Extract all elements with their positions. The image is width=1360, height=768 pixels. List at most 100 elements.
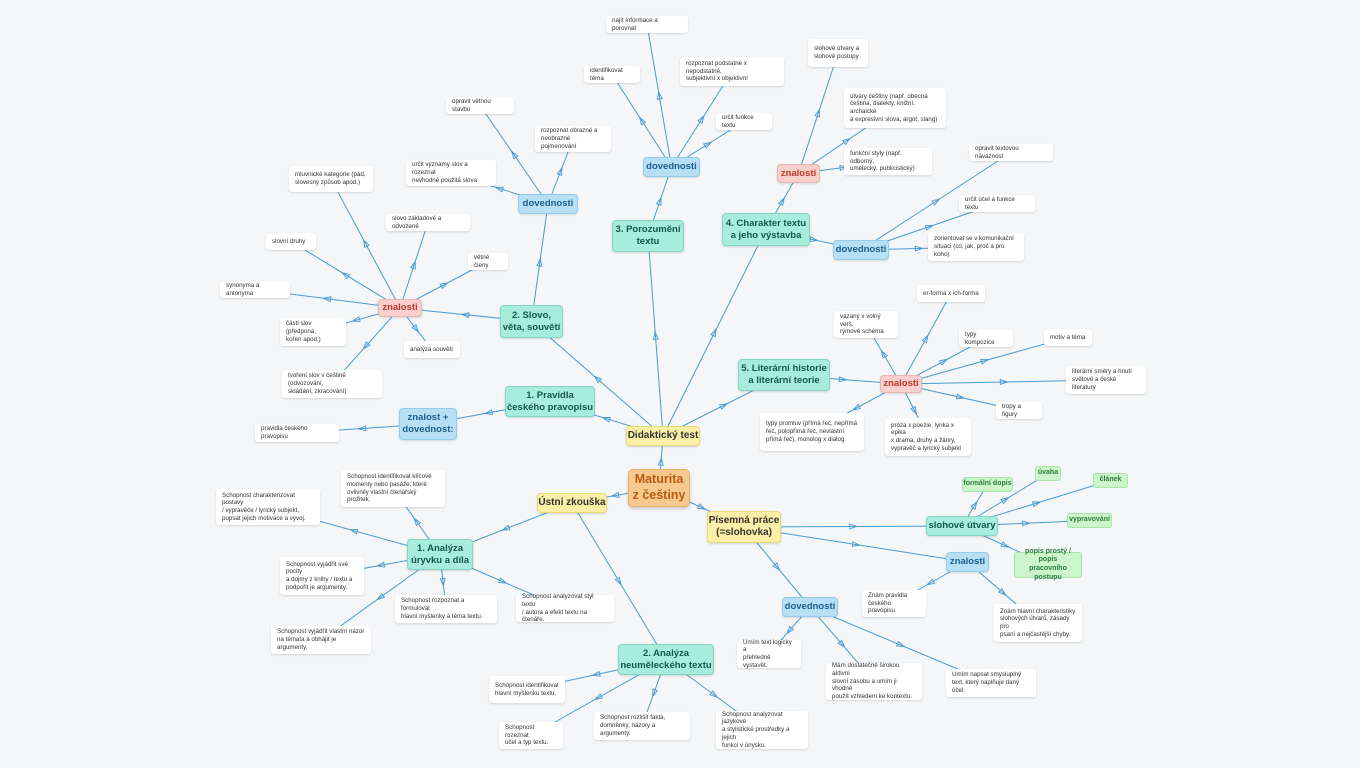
edge-t2-dov-to-t2-dov-1 [479,105,549,205]
node-t3-dov-2[interactable]: identifikovat téma [584,66,640,83]
edge-arrow [710,327,717,338]
edge-arrow [348,528,359,535]
node-u1-2[interactable]: Schopnost charakterizovat postavy / vypr… [216,489,320,525]
node-u2-2[interactable]: Schopnost rozeznat účel a typ textu. [499,722,563,749]
edge-arrow [494,186,504,193]
edge-arrow [439,577,446,588]
central-topic[interactable]: Maturita z češtiny [628,469,690,507]
node-t2-zn-6[interactable]: části slov (předpona, kořen apod.) [280,318,346,346]
node-t2-zn-5[interactable]: synonyma a antonyma [220,281,290,298]
node-p-zn[interactable]: znalosti [946,552,989,572]
edge-arrow [657,456,664,466]
node-p-zn-1[interactable]: Znám pravidla českého pravopisu. [862,590,926,617]
node-t3-dov[interactable]: dovednosti [643,157,700,177]
node-u1-4[interactable]: Schopnost rozpoznat a formulovat hlavní … [395,595,497,623]
edge-arrow [921,333,929,344]
edge-arrow [591,670,601,677]
edge-arrow [411,324,420,334]
node-p-dov-1[interactable]: Umím text logicky a přehledně vystavět. [737,639,801,669]
node-t5-zn-4[interactable]: motiv a téma [1044,329,1092,346]
edge-didakticky-test-to-t2 [531,321,664,437]
edge-arrow [924,224,935,231]
node-t2-zn[interactable]: znalosti [378,299,422,317]
edge-arrow [655,196,662,206]
node-u2-4[interactable]: Schopnost analyzovat jazykové a stylisti… [716,711,808,749]
node-t2-zn-2[interactable]: slovo základové a odvozené [386,214,470,231]
node-t2-zn-7[interactable]: analýza souvětí [404,341,460,358]
node-t4-zn-1[interactable]: slohové útvary a slohové postupy [808,39,868,67]
node-u1-1[interactable]: Schopnost identifikovat klíčové momenty … [341,470,445,507]
node-t4-dov-2[interactable]: určit účel a funkce textu [959,195,1035,212]
edge-arrow [601,416,611,423]
node-t5-zn-7[interactable]: typy promluv (přímá řeč, nepřímá řeč, po… [760,413,864,451]
node-p-dov-3[interactable]: Umím napsat smysluplný text, který naplň… [946,669,1036,697]
node-t5-zn-6[interactable]: tropy a figury [996,402,1042,419]
node-t3[interactable]: 3. Porozumění textu [612,220,684,252]
edge-arrow [351,316,361,322]
edge-arrow [970,500,978,510]
node-t2-zn-1[interactable]: mluvnické kategorie (pád, slovesný způso… [289,166,373,192]
node-p-zn-2[interactable]: Znám hlavní charakteristiky slohových út… [994,604,1082,642]
node-t5-zn-8[interactable]: próza x poezie, lyrika x epika x drama, … [885,418,971,456]
node-t5-zn-2[interactable]: vázaný x volný verš, rýmové schéma [834,311,898,338]
node-t5-zn-3[interactable]: typy kompozice [959,330,1013,347]
node-u1[interactable]: 1. Analýza úryvku a díla [407,539,473,570]
node-u2-1[interactable]: Schopnost identifikovat hlavní myšlenku … [489,676,565,703]
edge-arrow [1000,496,1010,505]
edge-arrow [938,358,949,366]
node-t3-dov-1[interactable]: najít informace a porovnat [606,16,688,33]
node-t2-dov-1[interactable]: opravit větnou stavbu [446,97,514,114]
node-t1-zd-1[interactable]: pravidla českého pravopisu [255,424,339,442]
node-p-su[interactable]: slohové útvary [926,516,998,536]
node-t5-zn-5[interactable]: literární směry a hnutí světové a české … [1066,366,1146,394]
branch-ustni-zkouska[interactable]: Ústní zkouška [537,493,607,513]
node-t2[interactable]: 2. Slovo, věta, souvětí [500,305,563,338]
edge-t2-zn-to-t2-zn-2 [399,222,429,309]
node-p-su-5[interactable]: popis prostý / popis pracovního postupu [1014,548,1082,581]
node-t4-zn-2[interactable]: útvary češtiny (např. obecná čeština, di… [844,88,946,128]
node-t2-zn-8[interactable]: tvoření slov v češtině (odvozování, sklá… [282,370,382,398]
node-t2-zn-3[interactable]: slovní druhy [266,233,316,250]
node-t2-dov-3[interactable]: určit významy slov a rozeznat nevhodně p… [406,160,496,186]
edge-arrow [510,150,519,160]
node-u1-5[interactable]: Schopnost analyzovat styl textu / autora… [516,593,614,623]
node-t5-zn[interactable]: znalosti [880,375,922,393]
node-u2[interactable]: 2. Analýza neuměleckého textu [618,644,714,675]
node-u1-3[interactable]: Schopnost vyjádřit své pocity a dojmy z … [280,557,364,595]
node-t4-zn[interactable]: znalosti [777,164,820,183]
node-t3-dov-3[interactable]: rozpoznat podstatné x nepodstatné, subje… [680,57,784,86]
node-p-dov-2[interactable]: Mám dostatečně širokou aktivní slovní zá… [826,662,922,700]
edge-pisemna-prace-to-p-zn [743,526,968,563]
node-p-dov[interactable]: dovednosti [782,597,838,617]
node-u1-6[interactable]: Schopnost vyjádřit vlastní názor na téma… [271,626,371,654]
node-t4[interactable]: 4. Charakter textu a jeho výstavba [722,213,810,246]
node-t3-dov-4[interactable]: určit funkce textu [716,113,772,130]
node-t5[interactable]: 5. Literární historie a literární teorie [738,359,830,391]
node-t2-dov-2[interactable]: rozpoznat obrazné a neobrazné pojmenován… [535,126,611,152]
node-p-su-4[interactable]: vypravování [1067,513,1112,528]
node-t1-zd[interactable]: znalost + dovednost: [399,408,457,440]
edge-arrow [703,141,713,149]
node-t4-dov-1[interactable]: opravit textovou návaznost [969,144,1053,161]
edge-arrow [375,561,386,568]
node-t5-zn-1[interactable]: er-forma x ich-forma [917,285,985,302]
node-p-su-1[interactable]: formální dopis [962,477,1013,492]
edge-arrow [1021,520,1032,527]
node-t4-zn-3[interactable]: funkční styly (např. odborný, umělecký, … [844,148,932,175]
node-t4-dov[interactable]: dovednosti [833,240,889,260]
node-t4-dov-3[interactable]: zorientovat se v komunikační situaci (co… [928,233,1024,261]
edge-arrow [483,409,494,416]
branch-pisemna-prace[interactable]: Písemná práce (=slohovka) [707,511,781,543]
node-p-su-3[interactable]: článek [1093,473,1128,488]
node-t2-zn-4[interactable]: větné členy [468,253,508,270]
node-p-su-2[interactable]: úvaha [1035,466,1061,481]
edge-t2-to-t2-dov [531,203,549,322]
edge-arrow [322,296,332,303]
node-t1[interactable]: 1. Pravidla českého pravopisu [505,386,595,417]
branch-didakticky-test[interactable]: Didaktický test [626,426,700,446]
node-t2-dov[interactable]: dovednosti [518,194,578,214]
node-u2-3[interactable]: Schopnost rozlišit fakta, domněnky, názo… [594,712,690,740]
edge-arrow [500,524,511,531]
edge-arrow [718,403,729,410]
edge-arrow [851,540,862,547]
